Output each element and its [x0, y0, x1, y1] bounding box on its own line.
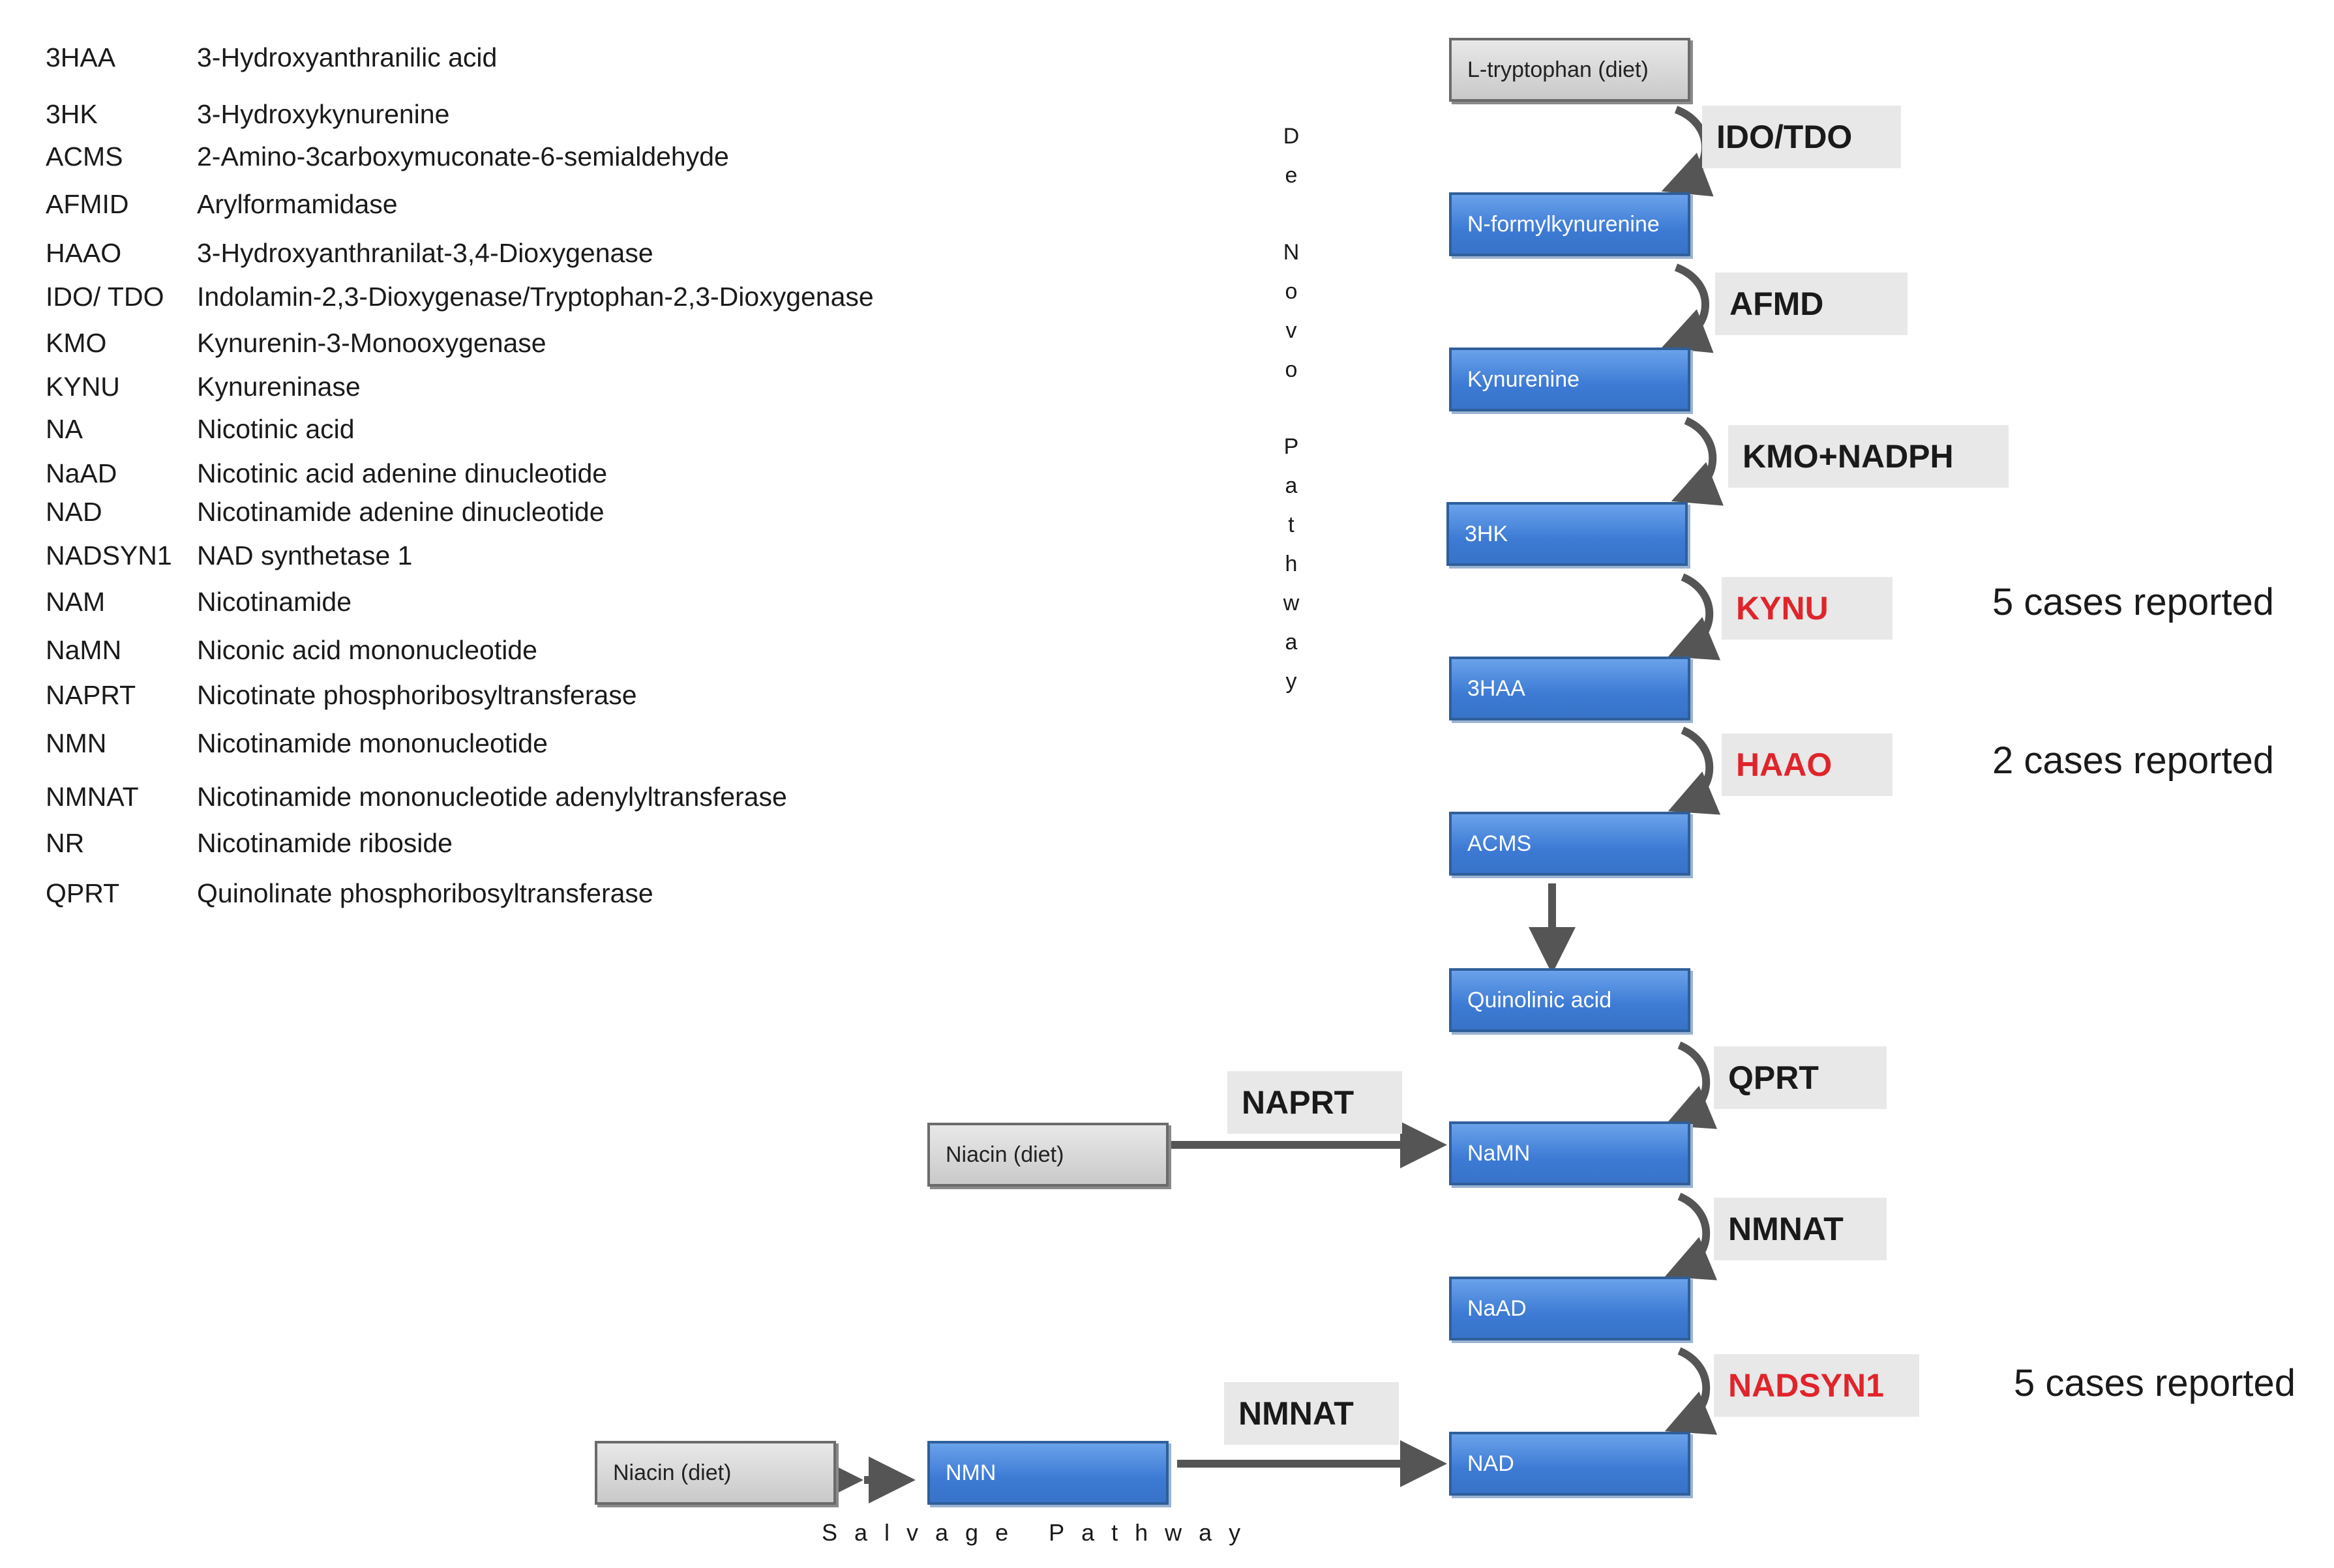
legend-abbr: KYNU: [46, 371, 120, 402]
case-note-nadsyn1: 5 cases reported: [2014, 1362, 2296, 1404]
legend-definition: 2-Amino-3carboxymuconate-6-semialdehyde: [197, 141, 729, 171]
legend-definition: Nicotinamide mononucleotide: [197, 728, 548, 758]
vertical-letter: w: [1283, 591, 1300, 615]
legend-abbr: NAM: [46, 586, 106, 617]
curved-step-arrow: [1661, 106, 1714, 197]
vertical-letter: h: [1285, 552, 1298, 576]
legend-abbr: NR: [46, 827, 85, 858]
metabolite-box-3hk: 3HK: [1446, 502, 1688, 566]
metabolite-box-niacin: Niacin (diet): [595, 1441, 836, 1505]
legend-abbr: NaMN: [46, 634, 122, 665]
legend-definition: Nicotinamide adenine dinucleotide: [197, 496, 605, 527]
legend-abbr: NaAD: [46, 458, 117, 488]
legend-abbr: AFMID: [46, 188, 129, 219]
legend-definition: 3-Hydroxyanthranilat-3,4-Dioxygenase: [197, 237, 653, 268]
case-note-kynu: 5 cases reported: [1992, 581, 2275, 623]
legend-definition: Arylformamidase: [197, 188, 398, 219]
legend-definition: Nicotinamide riboside: [197, 827, 453, 858]
vertical-letter: y: [1285, 669, 1297, 694]
curved-step-arrow: [1671, 417, 1724, 506]
legend-abbr: 3HK: [46, 98, 98, 129]
legend-abbr: NAPRT: [46, 679, 136, 710]
case-note-haao: 2 cases reported: [1992, 739, 2275, 782]
legend-definition: NAD synthetase 1: [197, 540, 413, 570]
metabolite-box-niacin: Niacin (diet): [927, 1123, 1169, 1187]
legend-definition: Nicotinate phosphoribosyltransferase: [197, 679, 637, 710]
metabolite-box-nad: NAD: [1449, 1432, 1690, 1496]
enzyme-label-haao: HAAO: [1722, 733, 1893, 796]
curved-step-arrow: [1664, 1041, 1718, 1129]
enzyme-label-kmo: KMO+NADPH: [1728, 425, 2009, 488]
vertical-letter: a: [1285, 630, 1298, 655]
metabolite-box-tryptophan: L-tryptophan (diet): [1449, 38, 1690, 102]
enzyme-label-nadsyn1: NADSYN1: [1714, 1354, 1919, 1417]
curved-step-arrow: [1661, 263, 1714, 353]
curved-step-arrow: [1664, 1192, 1718, 1280]
enzyme-label-naprt: NAPRT: [1227, 1071, 1402, 1134]
metabolite-box-n-formylkynurenine: N-formylkynurenine: [1449, 192, 1690, 256]
vertical-letter: t: [1288, 512, 1294, 537]
enzyme-label-afmd: AFMD: [1715, 273, 1908, 335]
vertical-letter: P: [1283, 434, 1299, 459]
legend-definition: Nicotinic acid: [197, 413, 355, 444]
legend-definition: Kynureninase: [197, 371, 361, 402]
enzyme-label-qprt: QPRT: [1714, 1046, 1887, 1109]
metabolite-box-quinolinic-acid: Quinolinic acid: [1449, 968, 1690, 1032]
metabolite-box-acms: ACMS: [1449, 812, 1690, 876]
legend-definition: Niconic acid mononucleotide: [197, 634, 537, 665]
legend-abbr: NADSYN1: [46, 540, 172, 570]
legend-abbr: KMO: [46, 327, 107, 358]
metabolite-box-namn: NaMN: [1449, 1121, 1690, 1185]
legend-abbr: QPRT: [46, 878, 120, 908]
enzyme-label-ido-tdo: IDO/TDO: [1702, 106, 1901, 168]
legend-definition: 3-Hydroxyanthranilic acid: [197, 42, 498, 72]
vertical-letter: e: [1285, 163, 1298, 188]
vertical-letter: a: [1285, 473, 1298, 498]
legend-definition: Kynurenin-3-Monooxygenase: [197, 327, 546, 358]
vertical-letter: o: [1285, 279, 1298, 304]
enzyme-label-nmnat: NMNAT: [1714, 1198, 1887, 1260]
curved-step-arrow: [1668, 726, 1721, 815]
legend-definition: Nicotinamide mononucleotide adenylyltran…: [197, 781, 787, 812]
vertical-letter: N: [1283, 240, 1300, 265]
legend-definition: Quinolinate phosphoribosyltransferase: [197, 878, 653, 908]
legend-abbr: NMNAT: [46, 781, 139, 812]
legend-abbr: NAD: [46, 496, 102, 527]
vertical-letter: D: [1283, 124, 1300, 149]
metabolite-box-naad: NaAD: [1449, 1277, 1690, 1340]
abbreviation-legend: 3HAA 3-Hydroxyanthranilic acid 3HK 3-Hydro…: [46, 0, 1024, 926]
metabolite-box-nmn: NMN: [927, 1441, 1169, 1505]
legend-definition: Nicotinamide: [197, 586, 352, 617]
enzyme-label-nmnat-salvage: NMNAT: [1224, 1382, 1399, 1445]
vertical-letter: o: [1285, 357, 1298, 382]
legend-abbr: ACMS: [46, 141, 123, 171]
enzyme-label-kynu: KYNU: [1722, 577, 1893, 640]
legend-definition: Nicotinic acid adenine dinucleotide: [197, 458, 608, 488]
legend-abbr: 3HAA: [46, 42, 116, 72]
curved-step-arrow: [1668, 573, 1721, 660]
vertical-letter: v: [1285, 318, 1297, 343]
legend-definition: 3-Hydroxykynurenine: [197, 98, 450, 129]
metabolite-box-3haa: 3HAA: [1449, 657, 1690, 720]
legend-abbr: IDO/ TDO: [46, 281, 164, 312]
legend-definition: Indolamin-2,3-Dioxygenase/Tryptophan-2,3…: [197, 281, 874, 312]
curved-step-arrow: [1664, 1347, 1718, 1435]
legend-abbr: NMN: [46, 728, 107, 758]
salvage-pathway-label: Salvage Pathway: [822, 1519, 1258, 1546]
legend-abbr: HAAO: [46, 237, 122, 268]
legend-abbr: NA: [46, 413, 83, 444]
metabolite-box-kynurenine: Kynurenine: [1449, 348, 1690, 411]
